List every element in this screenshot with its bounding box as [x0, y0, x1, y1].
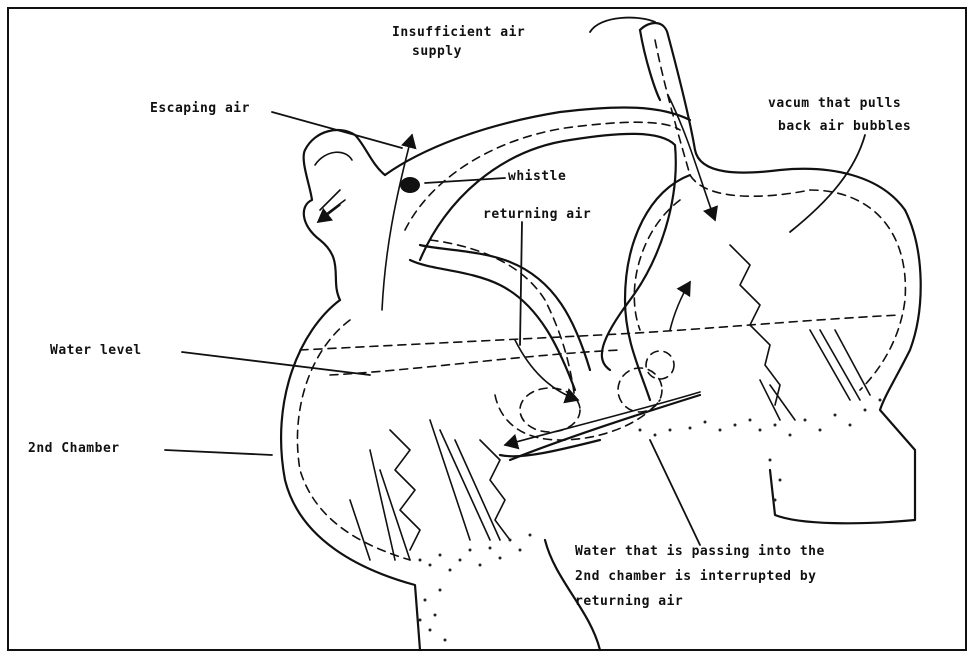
reed-left-lines [350, 420, 500, 560]
label-insufficient-air-1: Insufficient air [392, 25, 525, 40]
rising-bubble-arrow [670, 282, 690, 330]
label-whistle: whistle [508, 169, 566, 184]
label-second-chamber: 2nd Chamber [28, 441, 120, 456]
inner-tube-dashed [430, 240, 575, 400]
label-vacuum-1: vacum that pulls [768, 96, 901, 111]
first-chamber-outline [770, 210, 921, 523]
label-returning-air: returning air [483, 207, 591, 222]
leader-returning-air [520, 222, 522, 345]
label-insufficient-air-2: supply [412, 44, 462, 59]
leader-vacuum [790, 135, 865, 232]
leader-water-level [182, 352, 370, 375]
reed-right-lines [760, 330, 870, 420]
bridge-tube-outer [385, 107, 690, 175]
spout-arrow [318, 205, 340, 222]
water-level-line [300, 315, 900, 350]
label-water-passing-1: Water that is passing into the [575, 544, 825, 559]
lower-passage-top [510, 395, 700, 460]
air-supply-tube-left [640, 30, 660, 100]
leader-escaping-air [272, 112, 402, 148]
returning-arrow [515, 340, 578, 400]
left-spout [304, 130, 385, 300]
label-water-passing-2: 2nd chamber is interrupted by [575, 569, 816, 584]
whistle-node [400, 177, 420, 193]
spout-mouth [315, 152, 352, 215]
leader-second-chamber [165, 450, 272, 455]
label-vacuum-2: back air bubbles [778, 119, 911, 134]
leader-whistle [425, 178, 505, 183]
water-flow-arrow [505, 392, 700, 445]
label-escaping-air: Escaping air [150, 101, 250, 116]
leader-water-passing [650, 440, 700, 545]
reed-left-1 [390, 430, 420, 550]
first-chamber-dashed [634, 190, 905, 390]
label-water-level: Water level [50, 343, 142, 358]
label-water-passing-3: returning air [575, 594, 683, 609]
water-level-line-2 [330, 350, 620, 375]
second-chamber-dashed [297, 320, 410, 560]
inner-tube-top [410, 260, 575, 390]
